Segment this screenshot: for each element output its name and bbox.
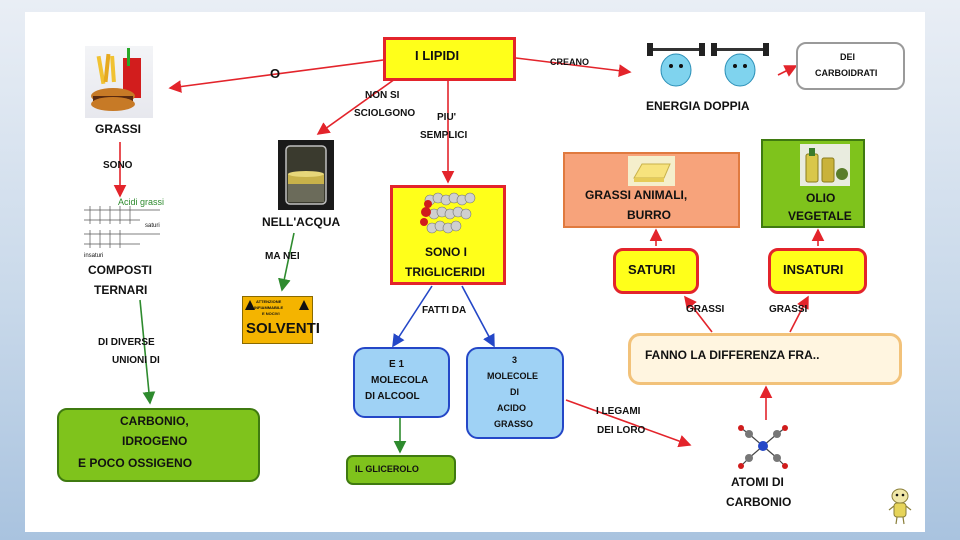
- node-trigliceridi-1: SONO I: [425, 245, 468, 259]
- link-piu-1: PIU': [437, 112, 457, 123]
- node-grassi-animali-2: BURRO: [627, 208, 671, 222]
- node-glicerolo-label: IL GLICEROLO: [355, 464, 419, 474]
- node-atomi-1: ATOMI DI: [731, 475, 784, 489]
- node-ternari: TERNARI: [94, 283, 148, 297]
- node-molecola-alcool: [353, 347, 450, 418]
- link-legami-1: I LEGAMI: [596, 406, 641, 417]
- link-o: O: [270, 66, 281, 81]
- node-glicerolo: [346, 455, 456, 485]
- node-idrogeno: IDROGENO: [122, 434, 188, 448]
- node-saturi-label: SATURI: [628, 262, 676, 277]
- butter-image: [628, 156, 675, 186]
- node-acido-2: MOLECOLE: [487, 371, 538, 381]
- node-differenza: [628, 333, 902, 385]
- fast-food-icon: [91, 48, 141, 111]
- link-ma-nei: MA NEI: [265, 251, 300, 262]
- node-nell-acqua: NELL'ACQUA: [262, 215, 341, 229]
- link-creano: CREANO: [550, 57, 590, 67]
- solventi-warning-1: ATTENZIONE: [256, 299, 282, 304]
- node-acido-4: ACIDO: [497, 403, 526, 413]
- node-alcool-2: MOLECOLA: [371, 375, 429, 386]
- arrow-lipidi-nellacqua: [316, 78, 396, 135]
- link-diverse-1: DI DIVERSE: [98, 337, 155, 348]
- node-saturi: [613, 248, 699, 294]
- link-grassi-sx: GRASSI: [686, 304, 725, 315]
- saturi-small-label: saturi: [145, 223, 160, 229]
- node-grassi-animali-1: GRASSI ANIMALI,: [585, 188, 688, 202]
- triglyceride-molecule-icon: [420, 192, 476, 234]
- node-carboidrati-2: CARBOIDRATI: [815, 68, 878, 78]
- arrow-acqua-solventi: [278, 232, 295, 292]
- node-alcool-1: E 1: [389, 359, 405, 370]
- oil-water-glass-image: [278, 140, 334, 210]
- node-insaturi: [768, 248, 867, 294]
- node-composti: COMPOSTI: [88, 263, 153, 277]
- link-sono: SONO: [103, 160, 133, 171]
- weightlifter-icons: [647, 43, 769, 87]
- arrow-differenza-insaturi: [789, 295, 809, 333]
- mascot-icon: [888, 488, 912, 525]
- arrow-lipidi-energia: [515, 57, 632, 77]
- butter-icon: [633, 163, 671, 182]
- node-solventi-label: SOLVENTI: [246, 320, 320, 337]
- arrow-trigliceridi-acido: [461, 285, 495, 348]
- link-diverse-2: UNIONI DI: [112, 355, 160, 366]
- glass-icon: [285, 145, 327, 205]
- arrow-lipidi-grassi: [168, 59, 384, 93]
- node-ossigeno: E POCO OSSIGENO: [78, 456, 193, 470]
- node-olio-2: VEGETALE: [788, 209, 852, 223]
- link-grassi-dx: GRASSI: [769, 304, 808, 315]
- solventi-warning-3: E NOCIVI: [262, 311, 280, 316]
- node-insaturi-label: INSATURI: [783, 262, 844, 277]
- fast-food-image: [85, 46, 153, 118]
- arrow-trigliceridi-alcool: [392, 285, 433, 348]
- node-carbonio-box: [57, 408, 260, 482]
- node-differenza-label: FANNO LA DIFFERENZA FRA..: [645, 348, 820, 362]
- node-acido-1: 3: [512, 355, 518, 365]
- oil-bottle-image: [800, 144, 850, 186]
- node-carbonio: CARBONIO,: [120, 414, 189, 428]
- node-acido-3: DI: [510, 387, 519, 397]
- node-energia: ENERGIA DOPPIA: [646, 99, 750, 113]
- fatty-acids-image: [80, 196, 165, 258]
- node-alcool-3: DI ALCOOL: [365, 391, 420, 402]
- node-trigliceridi-2: TRIGLICERIDI: [405, 265, 485, 279]
- carbon-atoms-icon: [738, 425, 788, 469]
- link-piu-2: SEMPLICI: [420, 130, 468, 141]
- node-lipidi-label: I LIPIDI: [415, 48, 460, 63]
- mascot-image: [888, 488, 912, 526]
- node-atomi-2: CARBONIO: [726, 495, 792, 509]
- molecule-image: [418, 190, 480, 240]
- link-non-si-2: SCIOLGONO: [354, 108, 416, 119]
- insaturi-small-label: insaturi: [84, 253, 104, 259]
- carbon-molecule-image: [735, 422, 791, 470]
- node-olio-1: OLIO: [806, 191, 836, 205]
- node-lipidi: [383, 37, 516, 81]
- solventi-warning-2: INFIAMMABILE: [254, 305, 284, 310]
- node-acido-5: GRASSO: [494, 419, 534, 429]
- node-carboidrati-1: DEI: [840, 52, 856, 62]
- acidi-grassi-label: Acidi grassi: [118, 197, 165, 207]
- warning-triangle-left-icon: [245, 300, 255, 310]
- node-acido-grasso: [466, 347, 564, 439]
- node-grassi: GRASSI: [95, 122, 142, 136]
- warning-triangle-right-icon: [299, 300, 309, 310]
- node-carboidrati: [796, 42, 905, 90]
- link-fatti-da: FATTI DA: [422, 305, 467, 316]
- arrow-acido-atomi: [565, 399, 692, 448]
- arrow-energia-carboidrati: [777, 65, 798, 77]
- arrow-differenza-saturi: [684, 295, 713, 333]
- arrow-ternari-carbonio: [139, 299, 156, 405]
- link-legami-2: DEI LORO: [597, 425, 646, 436]
- link-non-si-1: NON SI: [365, 90, 400, 101]
- oil-bottles-icon: [805, 148, 848, 183]
- fatty-acid-chains-icon: [84, 206, 160, 248]
- energy-characters-image: [645, 40, 771, 90]
